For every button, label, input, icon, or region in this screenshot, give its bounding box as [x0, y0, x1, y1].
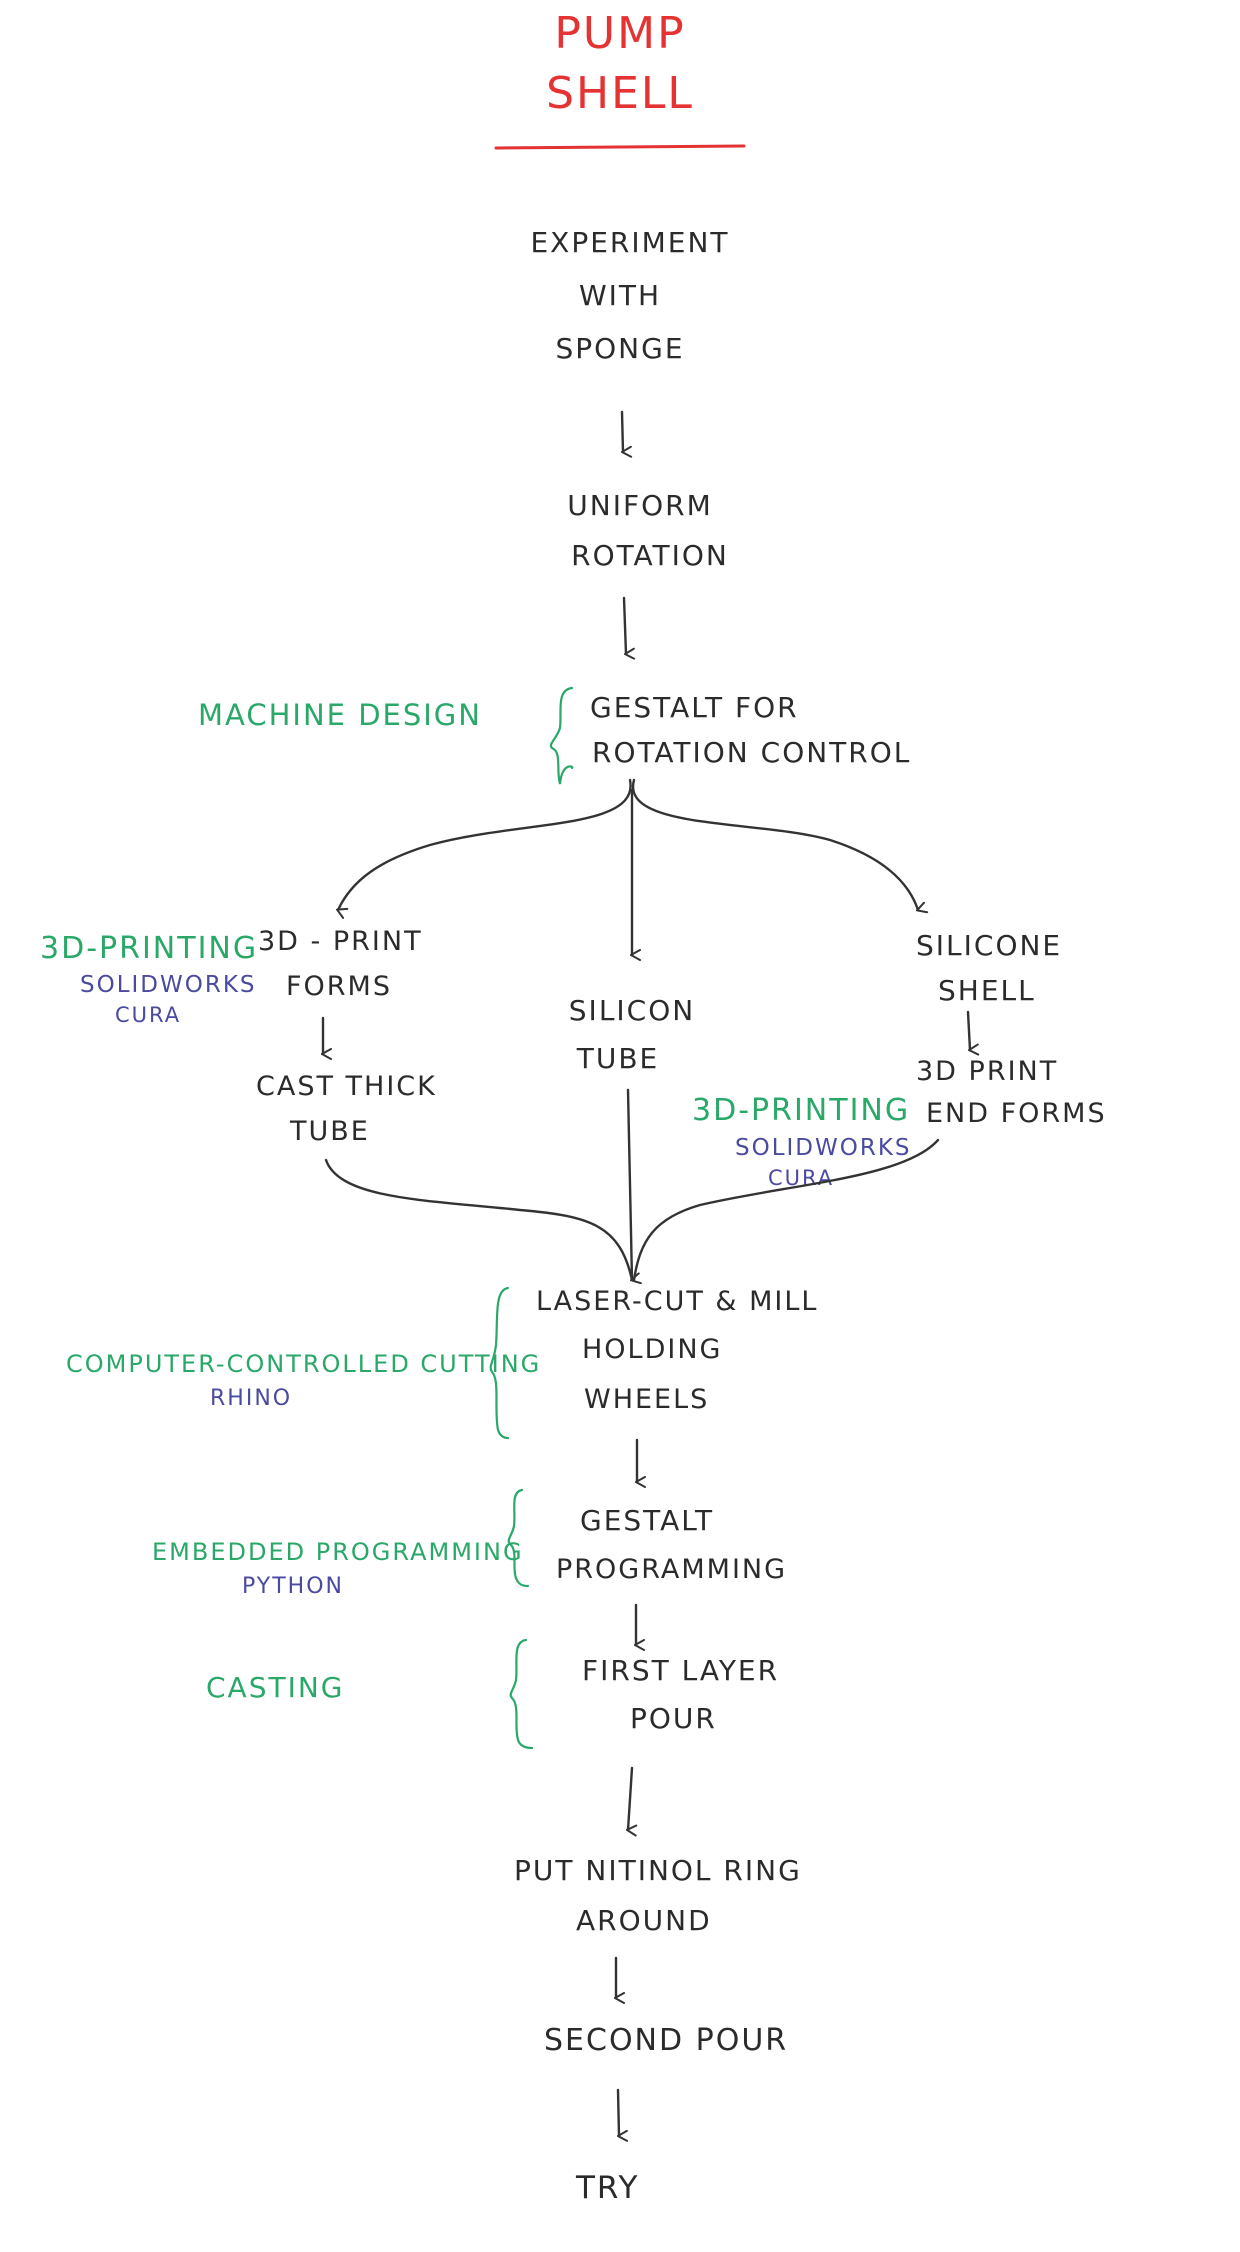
category-brace: [549, 686, 574, 785]
step-text: ROTATION CONTROL: [592, 736, 911, 769]
step-text: SHELL: [938, 974, 1036, 1007]
arrow: [628, 1766, 632, 1830]
tool-label: PYTHON: [242, 1574, 344, 1599]
step-text: HOLDING: [582, 1334, 722, 1365]
tool-label: RHINO: [210, 1386, 292, 1411]
title-line-1: PUMP: [554, 8, 685, 59]
category-machine-design: MACHINE DESIGN: [198, 698, 482, 732]
category-casting: CASTING: [206, 1671, 344, 1704]
category-embedded-programming: EMBEDDED PROGRAMMING: [152, 1538, 524, 1566]
tool-label: SOLIDWORKS: [735, 1135, 912, 1161]
merge-arrow-left: [324, 1158, 632, 1280]
category-3d-printing-right: 3D-PRINTING SOLIDWORKS CURA: [692, 1093, 912, 1190]
step-uniform-rotation: UNIFORM ROTATION: [567, 489, 729, 572]
step-text: GESTALT: [580, 1504, 714, 1537]
step-text: FIRST LAYER: [582, 1654, 779, 1687]
step-text: FORMS: [286, 971, 392, 1002]
merge-arrow-center: [626, 1088, 634, 1282]
step-text: 3D - PRINT: [258, 926, 423, 957]
step-put-nitinol-ring: PUT NITINOL RING AROUND: [514, 1854, 802, 1937]
step-text: ROTATION: [571, 539, 729, 572]
category-label: 3D-PRINTING: [40, 931, 258, 966]
arrow: [622, 596, 626, 654]
step-text: 3D PRINT: [916, 1056, 1058, 1087]
category-label: 3D-PRINTING: [692, 1093, 910, 1128]
step-3d-print-forms: 3D - PRINT FORMS: [258, 926, 423, 1002]
branch-arrow-right: [631, 778, 918, 910]
title-underline: [494, 144, 746, 150]
step-experiment: EXPERIMENT WITH SPONGE: [530, 226, 729, 365]
title-line-2: SHELL: [546, 68, 694, 119]
category-brace: [509, 1638, 534, 1750]
step-text: AROUND: [576, 1904, 712, 1937]
merge-arrow-right: [632, 1138, 940, 1282]
tool-label: CURA: [115, 1003, 181, 1027]
step-text: WITH: [579, 279, 661, 312]
step-text: UNIFORM: [567, 489, 712, 522]
arrow: [620, 410, 623, 452]
category-brace: [489, 1286, 510, 1440]
step-second-pour: SECOND POUR: [544, 2023, 788, 2058]
step-text: POUR: [630, 1702, 717, 1735]
step-text: TUBE: [289, 1116, 370, 1147]
step-silicon-tube: SILICON TUBE: [569, 994, 695, 1075]
step-3d-print-end-forms: 3D PRINT END FORMS: [916, 1056, 1107, 1129]
step-text: END FORMS: [926, 1098, 1107, 1129]
tool-label: SOLIDWORKS: [80, 972, 257, 998]
title-block: PUMP SHELL: [494, 8, 746, 150]
step-try: TRY: [575, 2170, 639, 2206]
step-gestalt-rotation: GESTALT FOR ROTATION CONTROL: [590, 691, 911, 769]
arrow: [966, 1010, 970, 1050]
branch-arrow-left: [338, 778, 632, 910]
step-text: CAST THICK: [256, 1071, 437, 1102]
step-text: GESTALT FOR: [590, 691, 799, 724]
category-computer-controlled-cutting: COMPUTER-CONTROLLED CUTTING: [66, 1350, 541, 1378]
category-3d-printing-left: 3D-PRINTING SOLIDWORKS CURA: [40, 931, 258, 1027]
step-text: TUBE: [576, 1042, 660, 1075]
step-cast-thick-tube: CAST THICK TUBE: [256, 1071, 437, 1147]
step-text: LASER-CUT & MILL: [536, 1286, 818, 1317]
arrow: [616, 2088, 619, 2136]
step-gestalt-programming: GESTALT PROGRAMMING: [556, 1504, 787, 1585]
step-text: PROGRAMMING: [556, 1554, 787, 1585]
step-laser-cut-and-mill: LASER-CUT & MILL HOLDING WHEELS: [536, 1286, 818, 1415]
step-text: SILICONE: [916, 929, 1062, 962]
step-first-layer-pour: FIRST LAYER POUR: [582, 1654, 779, 1735]
step-text: SPONGE: [555, 332, 684, 365]
category-brace: [507, 1488, 530, 1588]
step-text: PUT NITINOL RING: [514, 1854, 802, 1887]
step-silicone-shell: SILICONE SHELL: [916, 929, 1062, 1007]
step-text: WHEELS: [584, 1384, 709, 1415]
step-text: EXPERIMENT: [530, 226, 729, 259]
step-text: SILICON: [569, 994, 695, 1027]
